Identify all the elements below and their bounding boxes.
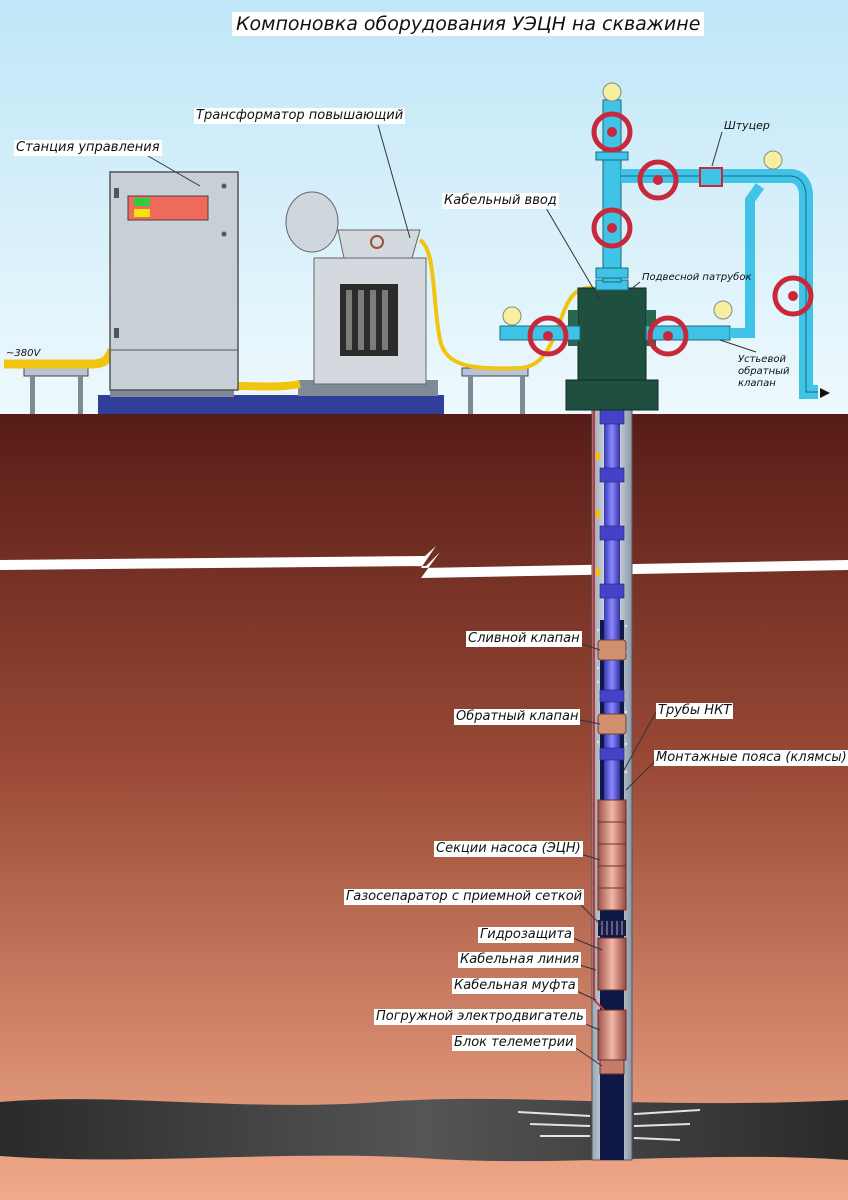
label-choke: Штуцер	[724, 119, 770, 132]
earth	[0, 414, 848, 1200]
perforations	[517, 1109, 701, 1141]
page-title: Компоновка оборудования УЭЦН на скважине	[232, 12, 705, 36]
label-wellhead-check-valve-1: Устьевой	[738, 354, 786, 365]
submersible-motor	[597, 1009, 627, 1061]
label-hanger-pipe: Подвесной патрубок	[642, 272, 752, 283]
label-cable-coupling: Кабельная муфта	[452, 978, 578, 994]
side-outlet-left	[499, 325, 581, 341]
transformer	[285, 191, 427, 385]
power-cable-station-transformer	[237, 380, 301, 391]
pressure-gauges	[502, 82, 783, 326]
depth-break	[0, 546, 848, 578]
label-clamps: Монтажные пояса (клямсы)	[654, 750, 848, 766]
control-station	[109, 171, 239, 391]
label-cable-entry: Кабельный ввод	[442, 193, 559, 209]
choke	[699, 167, 723, 187]
station-base	[98, 395, 444, 414]
label-control-station: Станция управления	[14, 140, 162, 156]
label-tubing: Трубы НКТ	[656, 703, 734, 719]
pump-assembly	[597, 799, 627, 911]
label-check-valve: Обратный клапан	[454, 709, 581, 725]
label-gas-separator: Газосепаратор с приемной сеткой	[344, 889, 585, 905]
label-transformer: Трансформатор повышающий	[194, 108, 406, 124]
label-wellhead-check-valve-3: клапан	[738, 378, 776, 389]
drain-valve	[597, 639, 627, 661]
flow-arrow	[820, 388, 830, 398]
label-pump-sections: Секции насоса (ЭЦН)	[434, 841, 583, 857]
leader-lines	[147, 124, 757, 1067]
label-telemetry: Блок телеметрии	[452, 1035, 576, 1051]
protector	[597, 937, 627, 991]
label-drain-valve: Сливной клапан	[466, 631, 582, 647]
label-wellhead-check-valve-2: обратный	[738, 366, 790, 377]
label-protector: Гидрозащита	[478, 927, 574, 943]
oil-stratum	[0, 1098, 848, 1162]
label-motor: Погружной электродвигатель	[374, 1009, 586, 1025]
tubing-string	[604, 300, 620, 800]
valve-wheels	[527, 111, 814, 357]
left-bench	[23, 367, 89, 377]
wellhead	[565, 279, 659, 411]
telemetry-block	[599, 1059, 625, 1075]
label-voltage: ~380V	[6, 348, 41, 359]
label-cable-line: Кабельная линия	[458, 952, 582, 968]
check-valve	[597, 713, 627, 735]
